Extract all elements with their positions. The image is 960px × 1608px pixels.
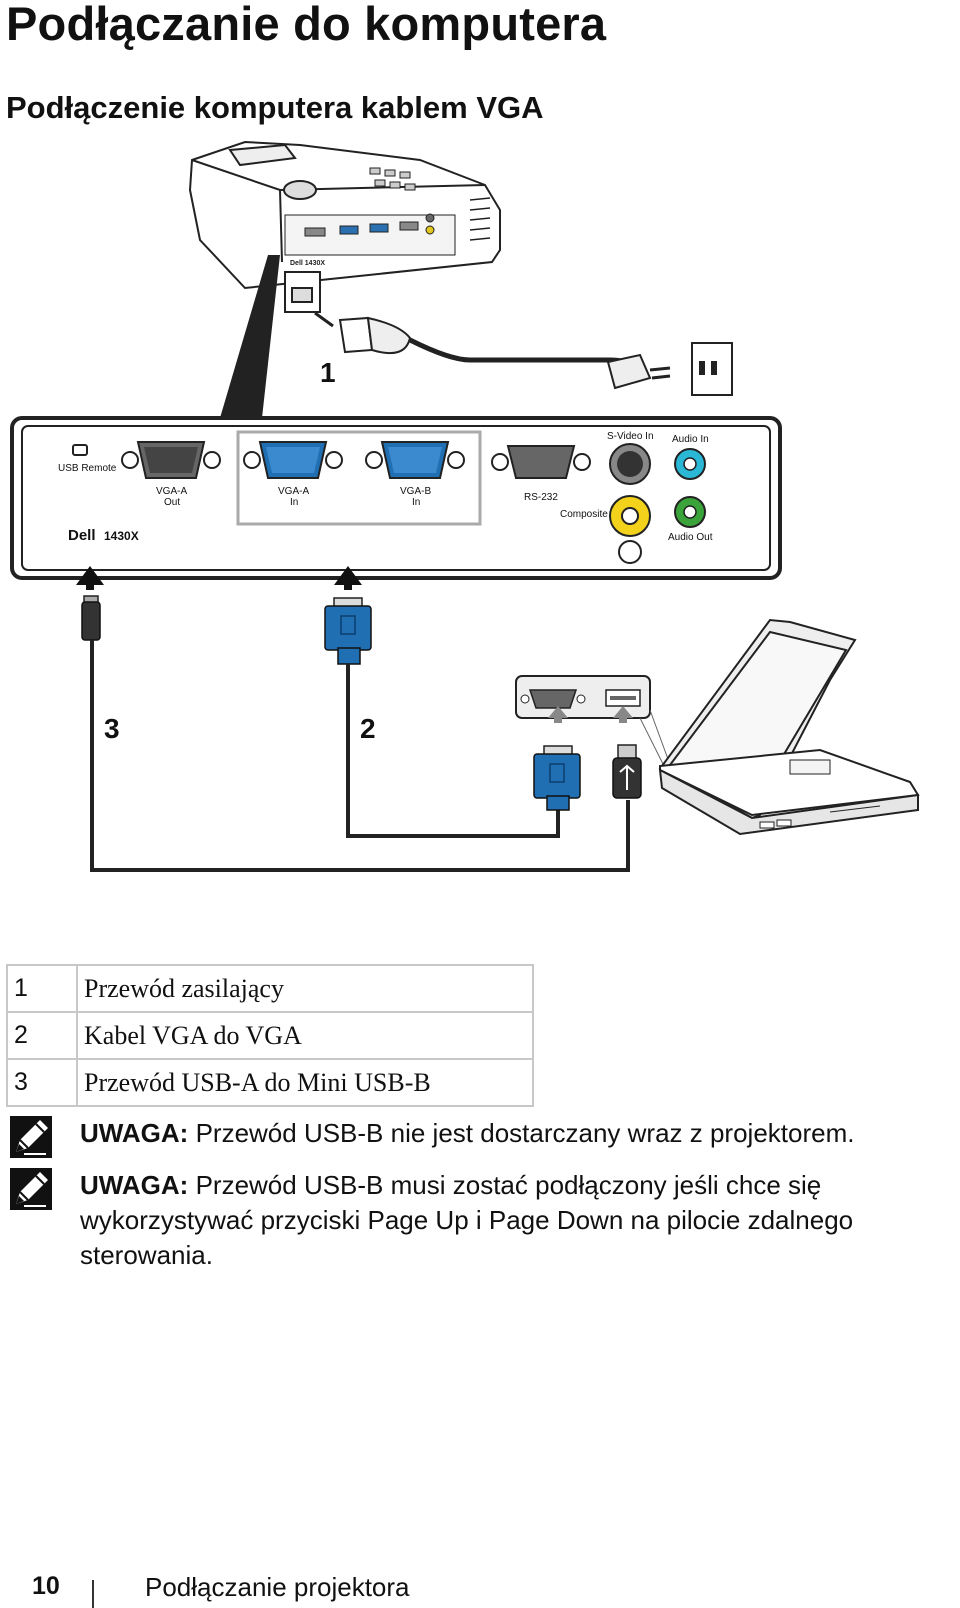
note-body: Przewód USB-B nie jest dostarczany wraz … bbox=[195, 1118, 855, 1148]
note-2: UWAGA: Przewód USB-B musi zostać podłącz… bbox=[0, 1164, 960, 1274]
legend-number: 2 bbox=[6, 1011, 78, 1060]
legend-table: 1 Przewód zasilający 2 Kabel VGA do VGA … bbox=[6, 964, 534, 1107]
callout-3: 3 bbox=[104, 713, 120, 744]
svg-text:1430X: 1430X bbox=[104, 529, 139, 543]
usb-cable bbox=[81, 595, 642, 872]
table-row: 1 Przewód zasilający bbox=[6, 964, 534, 1013]
note-body: Przewód USB-B musi zostać podłączony jeś… bbox=[80, 1170, 854, 1270]
composite-port bbox=[609, 495, 651, 564]
laptop-port-inset bbox=[515, 675, 673, 775]
table-row: 2 Kabel VGA do VGA bbox=[6, 1011, 534, 1060]
page-number: 10 bbox=[32, 1572, 60, 1600]
vga-a-in-port bbox=[243, 441, 343, 479]
vga-a-out-port bbox=[121, 441, 221, 479]
legend-text: Przewód USB-A do Mini USB-B bbox=[76, 1058, 534, 1107]
svg-text:Out: Out bbox=[164, 497, 180, 508]
svg-text:In: In bbox=[290, 497, 298, 508]
audio-out-port bbox=[674, 496, 706, 528]
laptop-illustration bbox=[658, 618, 920, 836]
audio-in-port bbox=[674, 448, 706, 480]
svg-text:Audio In: Audio In bbox=[672, 434, 709, 445]
footer-section-title: Podłączanie projektora bbox=[145, 1572, 410, 1602]
footer-divider bbox=[92, 1580, 94, 1608]
legend-number: 3 bbox=[6, 1058, 78, 1107]
page-title: Podłączanie do komputera bbox=[6, 0, 607, 50]
svg-text:VGA-A: VGA-A bbox=[278, 486, 309, 497]
svg-text:Dell 1430X: Dell 1430X bbox=[290, 260, 325, 267]
legend-text: Kabel VGA do VGA bbox=[76, 1011, 534, 1060]
note-text: UWAGA: Przewód USB-B musi zostać podłącz… bbox=[80, 1168, 955, 1273]
note-text: UWAGA: Przewód USB-B nie jest dostarczan… bbox=[80, 1116, 955, 1151]
section-subtitle: Podłączenie komputera kablem VGA bbox=[6, 90, 544, 125]
svg-text:VGA-A: VGA-A bbox=[156, 486, 187, 497]
note-1: UWAGA: Przewód USB-B nie jest dostarczan… bbox=[0, 1112, 960, 1158]
projector-illustration: Dell 1430X bbox=[188, 140, 501, 290]
note-label: UWAGA: bbox=[80, 1170, 189, 1200]
vga-b-in-port bbox=[365, 441, 465, 479]
legend-number: 1 bbox=[6, 964, 78, 1013]
svg-text:Dell: Dell bbox=[68, 527, 96, 544]
arrow-icons bbox=[76, 566, 362, 590]
connection-diagram: Dell 1430X 1 USB Remote bbox=[0, 138, 960, 898]
callout-2: 2 bbox=[360, 713, 376, 744]
svg-text:VGA-B: VGA-B bbox=[400, 486, 431, 497]
note-pencil-icon bbox=[10, 1116, 52, 1158]
rs232-port bbox=[491, 445, 591, 479]
svg-text:S-Video In: S-Video In bbox=[607, 431, 654, 442]
rear-panel: USB Remote VGA-A Out VGA-A In VGA-B In bbox=[10, 416, 782, 580]
svg-text:USB Remote: USB Remote bbox=[58, 463, 117, 474]
callout-1: 1 bbox=[320, 357, 336, 388]
legend-text: Przewód zasilający bbox=[76, 964, 534, 1013]
note-pencil-icon bbox=[10, 1168, 52, 1210]
usb-remote-port bbox=[72, 444, 88, 456]
note-label: UWAGA: bbox=[80, 1118, 189, 1148]
svg-text:Composite: Composite bbox=[560, 509, 608, 520]
s-video-port bbox=[609, 443, 651, 485]
power-cable bbox=[284, 271, 733, 396]
svg-text:Audio Out: Audio Out bbox=[668, 532, 713, 543]
svg-text:In: In bbox=[412, 497, 420, 508]
table-row: 3 Przewód USB-A do Mini USB-B bbox=[6, 1058, 534, 1107]
page-footer: 10 Podłączanie projektora bbox=[0, 1572, 960, 1608]
svg-text:RS-232: RS-232 bbox=[524, 492, 558, 503]
vga-cable bbox=[324, 597, 581, 838]
